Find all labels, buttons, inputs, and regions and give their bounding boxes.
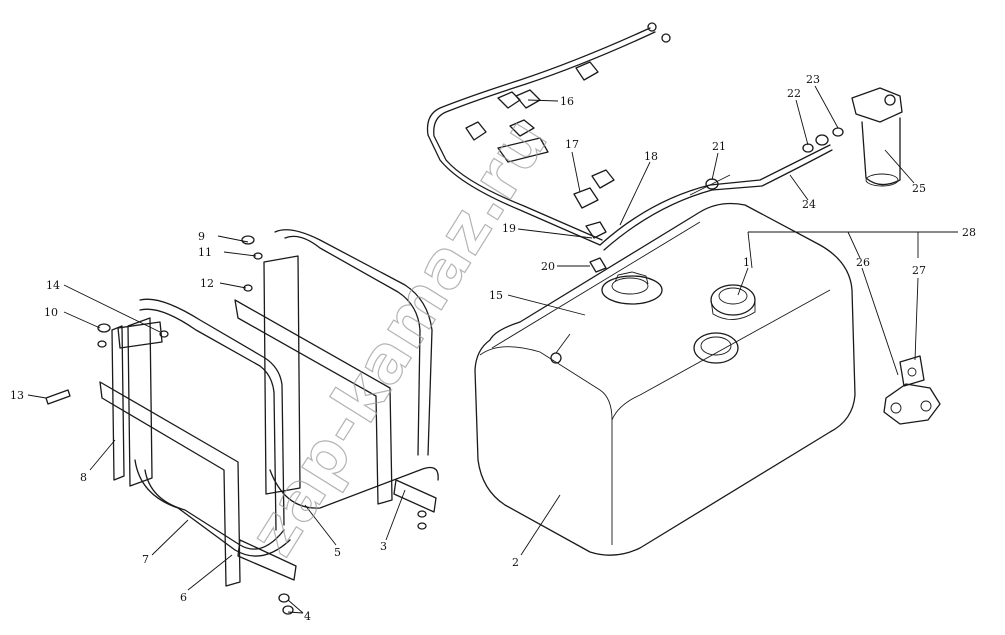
callout-2: 2 — [512, 556, 519, 569]
fuel-level-sender — [601, 271, 663, 305]
callout-18: 18 — [644, 150, 658, 163]
pipe-brackets — [465, 61, 615, 273]
hand-pump — [883, 355, 941, 425]
callout-5: 5 — [334, 546, 341, 559]
fuel-cap — [710, 284, 756, 320]
callouts: 1 2 3 4 5 6 7 8 9 10 11 12 13 14 15 16 1… — [10, 73, 976, 623]
callout-7: 7 — [142, 553, 149, 566]
callout-10: 10 — [44, 306, 58, 319]
callout-19: 19 — [502, 222, 516, 235]
callout-26: 26 — [856, 256, 870, 269]
callout-24: 24 — [802, 198, 816, 211]
callout-13: 13 — [10, 389, 24, 402]
drain-fitting — [550, 333, 571, 364]
callout-27: 27 — [912, 264, 926, 277]
callout-14: 14 — [46, 279, 60, 292]
fuel-lines — [426, 22, 833, 251]
callout-11: 11 — [198, 246, 212, 259]
rear-bracket — [234, 229, 439, 513]
callout-17: 17 — [565, 138, 579, 151]
callout-25: 25 — [912, 182, 926, 195]
callout-3: 3 — [380, 540, 387, 553]
callout-16: 16 — [560, 95, 574, 108]
callout-8: 8 — [80, 471, 87, 484]
callout-9: 9 — [198, 230, 205, 243]
callout-21: 21 — [712, 140, 726, 153]
front-bracket — [99, 298, 297, 587]
callout-12: 12 — [200, 277, 214, 290]
callout-28: 28 — [962, 226, 976, 239]
fuel-tank — [474, 202, 856, 556]
callout-4: 4 — [304, 610, 311, 623]
leader-lines — [27, 85, 958, 614]
callout-15: 15 — [489, 289, 503, 302]
callout-23: 23 — [806, 73, 820, 86]
callout-1: 1 — [743, 256, 750, 269]
fuel-filter — [851, 87, 903, 187]
watermark: zap-kamaz.ru — [236, 106, 563, 568]
callout-6: 6 — [180, 591, 187, 604]
callout-22: 22 — [787, 87, 801, 100]
callout-20: 20 — [541, 260, 555, 273]
